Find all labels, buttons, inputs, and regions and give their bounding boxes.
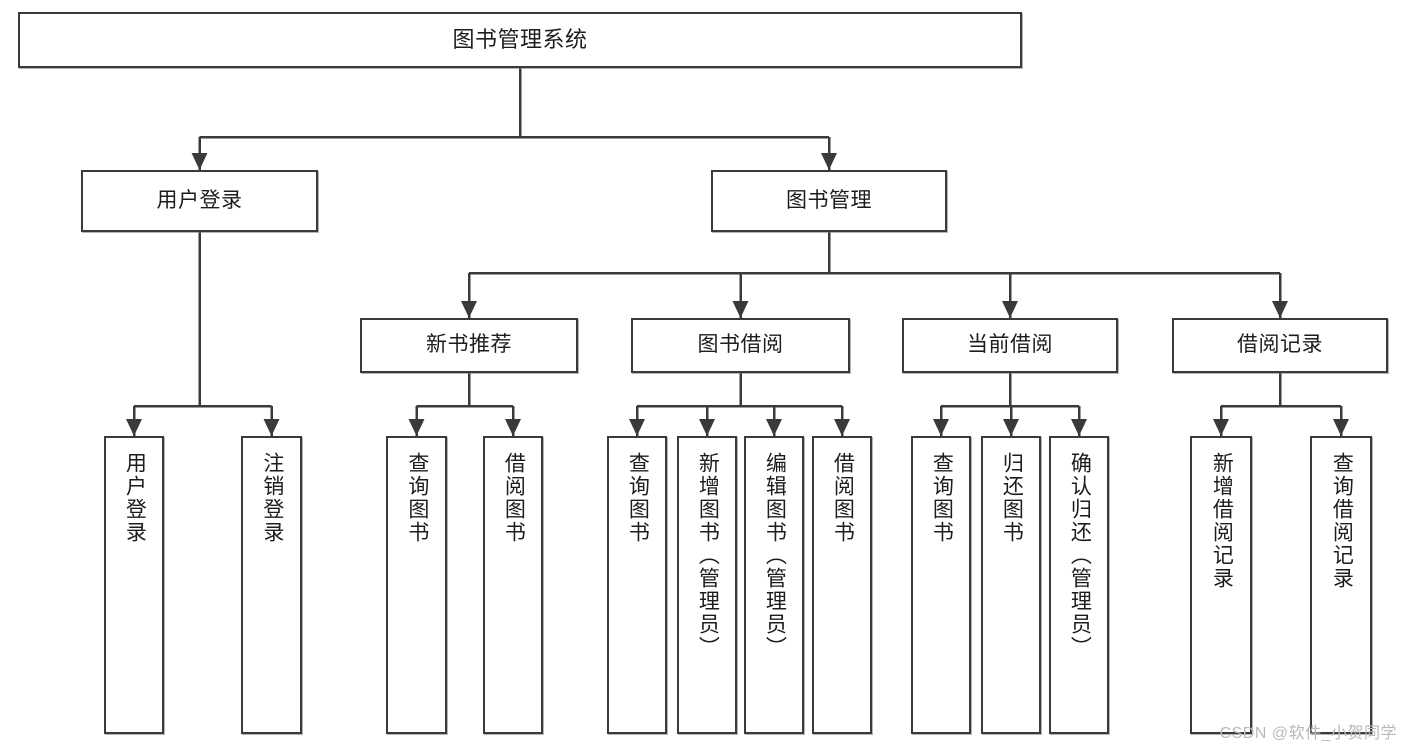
node-records[interactable]: 借阅记录	[1172, 318, 1388, 373]
node-current[interactable]: 当前借阅	[902, 318, 1118, 373]
node-leaf-cu-cfm[interactable]: 确认归还（管理员）	[1049, 436, 1109, 734]
node-label: 确认归还（管理员）	[1068, 452, 1092, 659]
node-leaf-logout[interactable]: 注销登录	[241, 436, 302, 734]
node-label: 新书推荐	[426, 333, 512, 357]
node-label: 借阅图书	[502, 452, 526, 544]
node-label: 图书管理系统	[452, 27, 588, 53]
node-label: 编辑图书（管理员）	[763, 452, 787, 659]
watermark-text: CSDN @软件_小贺同学	[1219, 725, 1397, 742]
node-label: 当前借阅	[967, 333, 1053, 357]
node-label: 新增借阅记录	[1210, 452, 1234, 590]
node-leaf-cu-ret[interactable]: 归还图书	[981, 436, 1041, 734]
node-leaf-bo-add[interactable]: 新增图书（管理员）	[677, 436, 737, 734]
node-label: 借阅记录	[1237, 333, 1323, 357]
node-label: 用户登录	[156, 188, 243, 212]
node-leaf-bo-q[interactable]: 查询图书	[607, 436, 667, 734]
node-root[interactable]: 图书管理系统	[18, 12, 1022, 68]
node-label: 查询借阅记录	[1330, 452, 1354, 590]
node-login[interactable]: 用户登录	[81, 170, 318, 232]
node-borrow[interactable]: 图书借阅	[631, 318, 850, 373]
node-leaf-nb-b[interactable]: 借阅图书	[483, 436, 543, 734]
node-leaf-re-q[interactable]: 查询借阅记录	[1310, 436, 1372, 734]
node-leaf-re-add[interactable]: 新增借阅记录	[1190, 436, 1252, 734]
node-label: 新增图书（管理员）	[696, 452, 720, 659]
node-label: 查询图书	[930, 452, 954, 544]
node-leaf-bo-br[interactable]: 借阅图书	[812, 436, 872, 734]
node-newbooks[interactable]: 新书推荐	[360, 318, 578, 373]
node-label: 注销登录	[260, 452, 284, 544]
node-bookmgmt[interactable]: 图书管理	[711, 170, 947, 232]
node-label: 查询图书	[405, 452, 429, 544]
node-label: 用户登录	[123, 452, 147, 544]
node-label: 归还图书	[1000, 452, 1024, 544]
node-leaf-login[interactable]: 用户登录	[104, 436, 164, 734]
node-label: 借阅图书	[831, 452, 855, 544]
node-leaf-nb-q[interactable]: 查询图书	[386, 436, 447, 734]
node-leaf-bo-ed[interactable]: 编辑图书（管理员）	[744, 436, 804, 734]
node-label: 查询图书	[626, 452, 650, 544]
node-label: 图书借阅	[697, 333, 784, 357]
node-leaf-cu-q[interactable]: 查询图书	[911, 436, 971, 734]
node-label: 图书管理	[786, 188, 872, 212]
